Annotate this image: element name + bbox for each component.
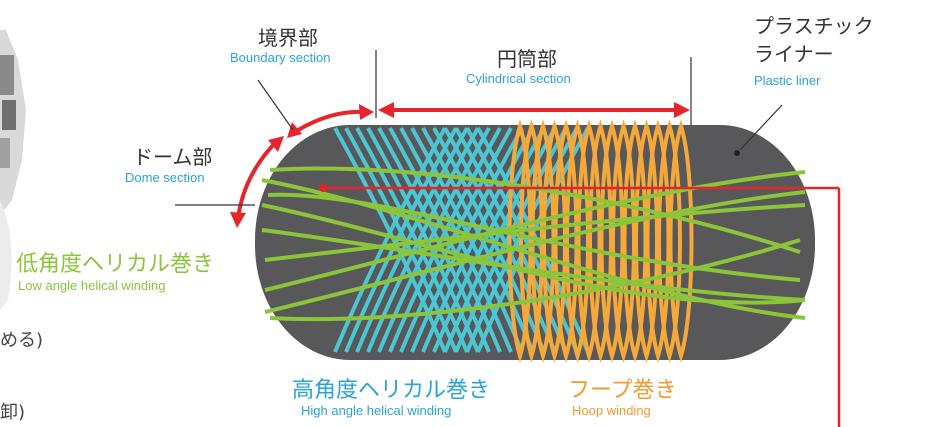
boundary-label-en: Boundary section (230, 50, 331, 65)
hoop-loop (599, 119, 625, 363)
dome-arrow (230, 136, 284, 228)
red-callout (319, 184, 841, 427)
cylindrical-arrow (378, 102, 690, 118)
hoop-loop (588, 119, 613, 363)
high-helical-label-jp: 高角度ヘリカル巻き (292, 378, 491, 403)
hoop-label-en: Hoop winding (572, 403, 651, 418)
high-helical-strand (443, 127, 557, 353)
dome-label-jp: ドーム部 (133, 145, 213, 169)
low-helical-strand (261, 178, 806, 320)
low-angle-helical-winding (261, 166, 806, 322)
low-helical-strand (269, 238, 801, 322)
high-helical-strand (410, 127, 524, 353)
low-helical-label-en: Low angle helical winding (18, 278, 166, 293)
liner-pointer-dot (734, 150, 740, 156)
hoop-winding (507, 119, 694, 363)
high-helical-strand (454, 127, 568, 353)
hoop-label-jp: フープ巻き (568, 378, 677, 403)
high-helical-strand (333, 127, 447, 353)
low-helical-strand (267, 192, 801, 282)
hoop-loop (611, 119, 636, 363)
boundary-leader (257, 79, 294, 131)
boundary-label-jp: 境界部 (258, 26, 318, 50)
cropped-text-1: める) (0, 330, 44, 351)
high-helical-label-en: High angle helical winding (301, 403, 452, 418)
low-helical-strand (264, 203, 806, 262)
hoop-loop (634, 119, 659, 363)
high-helical-strand (421, 127, 535, 353)
low-helical-strand (264, 190, 806, 314)
liner-label-jp-2: ライナー (754, 42, 834, 66)
hoop-loop (565, 119, 590, 363)
hoop-loop (507, 119, 533, 363)
cropped-text-2: 卸) (0, 402, 26, 423)
low-helical-label-jp: 低角度ヘリカル巻き (16, 252, 215, 277)
dome-label-en: Dome section (125, 170, 205, 185)
liner-label-en: Plastic liner (754, 73, 821, 88)
cropped-photo (0, 30, 26, 310)
hoop-loop (576, 119, 602, 363)
high-helical-strand (454, 127, 568, 353)
liner-leader (739, 104, 783, 151)
hoop-loop (645, 119, 671, 363)
hoop-loop (553, 119, 579, 363)
low-helical-strand (261, 228, 806, 302)
high-helical-strand (465, 127, 579, 353)
cylindrical-label-en: Cylindrical section (466, 71, 571, 86)
low-helical-strand (261, 203, 806, 305)
low-helical-strand (264, 170, 806, 292)
high-helical-strand (443, 127, 557, 353)
liner-label-jp-1: プラスチック (754, 14, 874, 38)
hoop-loop (622, 119, 648, 363)
cylindrical-label-jp: 円筒部 (497, 47, 557, 71)
